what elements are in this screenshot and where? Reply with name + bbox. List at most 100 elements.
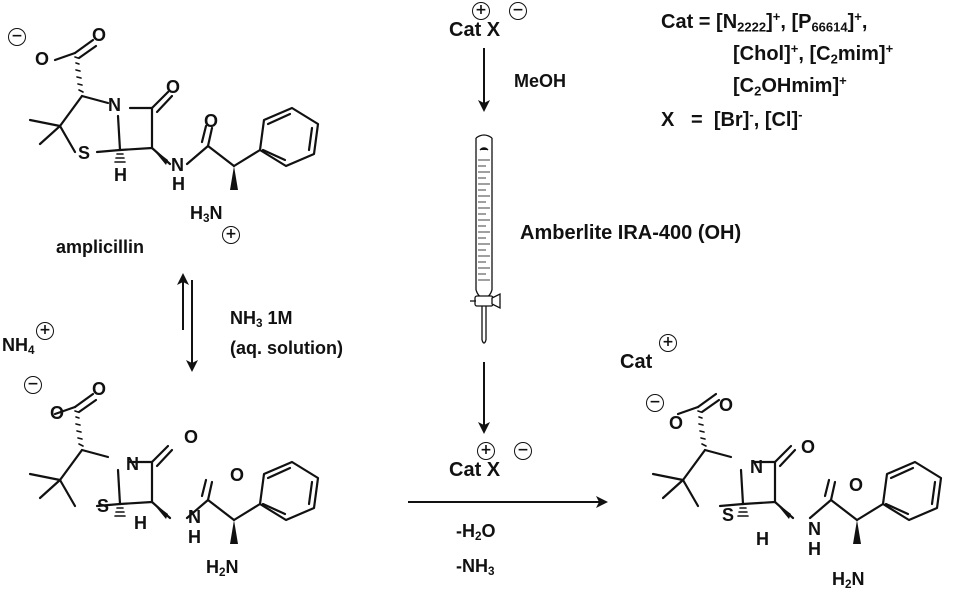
salt-pair-bottom: Cat X bbox=[449, 460, 500, 480]
n2222-close: ] bbox=[766, 11, 773, 34]
product-amide-hydrogen: H bbox=[808, 539, 821, 559]
water-h-count: 2 bbox=[475, 529, 482, 543]
salt-thiazolidine-sulfur: S bbox=[97, 496, 110, 516]
p66614-open: , [P bbox=[780, 11, 812, 34]
ammonia-byproduct: -NH3 bbox=[456, 557, 495, 578]
cation-p66614: , [P66614]+, bbox=[780, 9, 868, 35]
anion-separator: , bbox=[753, 109, 765, 132]
p66614-sub: 66614 bbox=[811, 19, 848, 35]
carboxylate-minus-charge: − bbox=[8, 28, 26, 46]
product-cation: Cat bbox=[620, 351, 653, 373]
line1-comma: , bbox=[861, 11, 868, 34]
salt-amide-oxygen: O bbox=[230, 465, 245, 485]
salt-amino-h: H bbox=[206, 557, 219, 577]
salt-bridgehead-hydrogen: H bbox=[134, 513, 147, 533]
top-x-minus-charge: − bbox=[509, 2, 527, 20]
salt-amide-hydrogen: H bbox=[188, 527, 201, 547]
product-carboxyl-carbonyl-oxygen: O bbox=[719, 395, 734, 415]
thiazolidine-sulfur: S bbox=[78, 143, 91, 163]
bottom-cat-plus-charge: + bbox=[477, 442, 495, 460]
p66614-charge: + bbox=[854, 9, 862, 24]
lactam-nitrogen: N bbox=[108, 95, 121, 115]
c2mim-sub: 2 bbox=[830, 51, 838, 67]
chloride-charge: - bbox=[798, 107, 803, 122]
c2ohmim-open: [C bbox=[733, 75, 755, 98]
water-formula-h: -H bbox=[456, 521, 475, 541]
ammonia-reagent-label: NH3 1M bbox=[230, 309, 293, 330]
salt-amino-n: N bbox=[225, 557, 239, 577]
salt-carboxyl-carbonyl-oxygen: O bbox=[92, 379, 107, 399]
product-cation-plus-charge: + bbox=[659, 334, 677, 352]
ammonium-cation: NH4 bbox=[2, 336, 35, 357]
product-amide-nitrogen: N bbox=[808, 519, 821, 539]
solvent-condition-label: (aq. solution) bbox=[230, 338, 343, 358]
amine-h: H bbox=[190, 203, 203, 223]
ammonium-amine-group: H3N bbox=[190, 204, 223, 225]
ammonia-formula: NH bbox=[230, 308, 256, 328]
top-cat-plus-charge: + bbox=[472, 2, 490, 20]
solvent-label: MeOH bbox=[514, 71, 567, 91]
c2ohmim-charge: + bbox=[839, 73, 847, 88]
p66614-close: ] bbox=[847, 11, 855, 34]
ammonia-h-count: 3 bbox=[256, 316, 263, 330]
cation-n2222: [N2222]+ bbox=[716, 9, 781, 35]
product-amino-group: H2N bbox=[832, 570, 865, 591]
product-amide-oxygen: O bbox=[849, 475, 864, 495]
ammonium-plus-charge: + bbox=[36, 322, 54, 340]
salt-lactam-nitrogen: N bbox=[126, 454, 139, 474]
reactant-name: amplicillin bbox=[56, 237, 145, 257]
amide-nitrogen: N bbox=[171, 155, 184, 175]
n2222-sub: 2222 bbox=[737, 19, 767, 35]
ion-exchange-column-icon bbox=[470, 134, 501, 344]
ammonia-byproduct-formula: -NH bbox=[456, 556, 488, 576]
salt-cat-top: Cat bbox=[449, 19, 482, 41]
amine-h-count: 3 bbox=[203, 211, 210, 225]
water-byproduct: -H2O bbox=[456, 522, 496, 543]
cation-legend-line2: [Chol]+, [C2mim]+ bbox=[733, 42, 893, 65]
c2mim-charge: + bbox=[885, 41, 894, 56]
cation-legend-line1: Cat = [N2222]+, [P66614]+, bbox=[661, 10, 867, 33]
salt-lactam-carbonyl-oxygen: O bbox=[184, 427, 199, 447]
product-bridgehead-hydrogen: H bbox=[756, 529, 769, 549]
bromide-charge: - bbox=[749, 107, 754, 122]
bromide-anion: [Br] bbox=[713, 109, 750, 132]
chol-charge: + bbox=[790, 41, 799, 56]
bottom-x-minus-charge: − bbox=[514, 442, 532, 460]
resin-label: Amberlite IRA-400 (OH) bbox=[520, 222, 742, 244]
product-carboxylate-minus-charge: − bbox=[646, 394, 664, 412]
cation-legend-prefix: Cat = bbox=[661, 11, 717, 34]
product-amino-h: H bbox=[832, 569, 845, 589]
n2222-open: [N bbox=[716, 11, 738, 34]
cation-legend-line3: [C2OHmim]+ bbox=[733, 74, 847, 97]
amine-plus-charge: + bbox=[222, 226, 240, 244]
salt-x-bottom: X bbox=[486, 459, 501, 481]
product-thiazolidine-sulfur: S bbox=[722, 505, 735, 525]
chol-cation: [Chol] bbox=[733, 43, 791, 66]
salt-pair-top: Cat X bbox=[449, 20, 500, 40]
salt-amino-group: H2N bbox=[206, 558, 239, 579]
ammonium-formula: NH bbox=[2, 335, 28, 355]
carboxyl-carbonyl-oxygen: O bbox=[92, 25, 107, 45]
product-amino-h-count: 2 bbox=[845, 577, 852, 591]
c2mim-open: , [C bbox=[798, 43, 831, 66]
salt-carboxylate-oxygen: O bbox=[50, 403, 65, 423]
product-amino-n: N bbox=[851, 569, 865, 589]
c2ohmim-sub: 2 bbox=[754, 83, 762, 99]
product-skeleton bbox=[651, 392, 943, 544]
product-lactam-carbonyl-oxygen: O bbox=[801, 437, 816, 457]
c2ohmim-close: OHmim] bbox=[761, 75, 840, 98]
water-formula-o: O bbox=[481, 521, 496, 541]
amine-n: N bbox=[209, 203, 223, 223]
bridgehead-hydrogen: H bbox=[114, 165, 127, 185]
ammonium-h-count: 4 bbox=[28, 343, 35, 357]
salt-amide-nitrogen: N bbox=[188, 507, 201, 527]
amide-hydrogen: H bbox=[172, 174, 185, 194]
ammonia-byproduct-h-count: 3 bbox=[488, 564, 495, 578]
ammonium-salt-skeleton bbox=[28, 392, 320, 544]
salt-cat-bottom: Cat bbox=[449, 459, 482, 481]
equilibrium-arrows bbox=[177, 273, 198, 372]
chloride-anion: [Cl] bbox=[764, 109, 799, 132]
n2222-charge: + bbox=[772, 9, 781, 24]
